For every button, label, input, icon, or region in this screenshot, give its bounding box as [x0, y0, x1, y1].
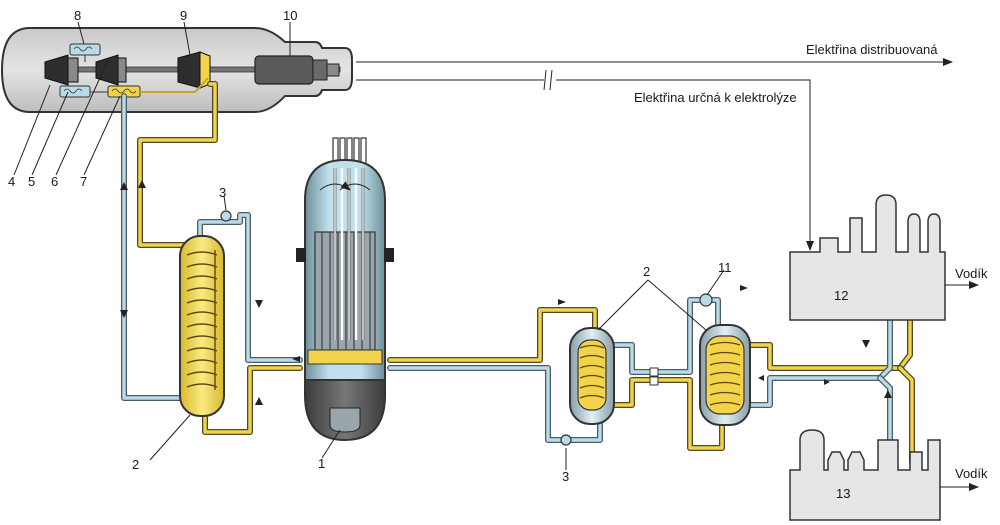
- reactor-vessel: [296, 137, 394, 442]
- cold-gas-pipe: [122, 94, 192, 400]
- hydrogen-label-bottom: Vodík: [955, 466, 988, 481]
- label-8: 8: [74, 8, 81, 23]
- generator: [254, 55, 314, 85]
- label-1: 1: [318, 456, 325, 471]
- plant-13: [789, 429, 941, 521]
- electricity-distributed-label: Elektřina distribuovaná: [806, 42, 938, 57]
- label-6: 6: [51, 174, 58, 189]
- label-3-right: 3: [562, 469, 569, 484]
- power-lines: [356, 58, 953, 251]
- label-5: 5: [28, 174, 35, 189]
- label-12: 12: [834, 288, 848, 303]
- circulator-right: [560, 434, 572, 446]
- label-13: 13: [836, 486, 850, 501]
- label-3-left: 3: [219, 185, 226, 200]
- label-9: 9: [180, 8, 187, 23]
- hot-gas-pipe-to-hx: [138, 82, 217, 247]
- turbine-housing: [0, 27, 353, 113]
- label-10: 10: [283, 8, 297, 23]
- intermediate-hx: [569, 327, 615, 425]
- label-2-left: 2: [132, 457, 139, 472]
- pointer-lines: [13, 21, 725, 470]
- intercooler: [59, 85, 91, 98]
- steam-generator-left: [179, 235, 225, 417]
- compressor-low: [44, 54, 69, 86]
- circulator-left: [220, 210, 232, 222]
- electricity-electrolysis-label: Elektřina určná k elektrolýze: [634, 90, 797, 105]
- label-7: 7: [80, 174, 87, 189]
- flow-arrows: [120, 180, 892, 405]
- precooler: [69, 43, 101, 56]
- heat-exchanger-11: [699, 293, 751, 426]
- plant-12: [789, 194, 946, 321]
- return-helium-pipe: [388, 366, 602, 442]
- label-11: 11: [718, 260, 732, 275]
- label-4: 4: [8, 174, 15, 189]
- valve-intermediate: [649, 367, 659, 386]
- hot-helium-pipe: [388, 308, 597, 362]
- gas-turbine: [177, 51, 201, 89]
- label-2-right: 2: [643, 264, 650, 279]
- compressor-high: [95, 54, 119, 86]
- hydrogen-label-top: Vodík: [955, 266, 988, 281]
